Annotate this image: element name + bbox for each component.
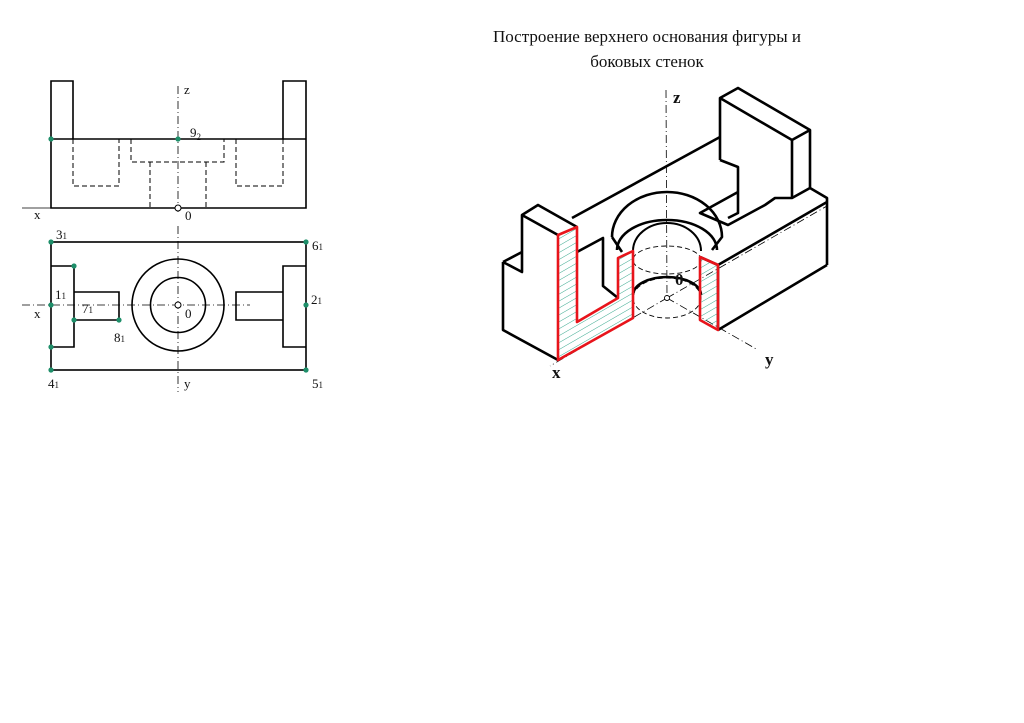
front-view [22, 80, 307, 212]
title-line-1: Построение верхнего основания фигуры и [492, 27, 802, 46]
point-2-label: 21 [311, 292, 322, 307]
iso-x-label: x [552, 363, 561, 382]
left-section [556, 225, 635, 362]
point-7-label: 71 [82, 301, 93, 316]
right-tower [698, 86, 829, 265]
top-view [22, 226, 309, 392]
dome-inner [615, 218, 719, 251]
cylinder-top [631, 275, 703, 296]
iso-y-label: y [765, 350, 774, 369]
point-8-label: 81 [114, 330, 125, 345]
slide-title: Построение верхнего основания фигуры и б… [400, 24, 894, 74]
point-5-label: 51 [312, 376, 323, 391]
top-y-label: y [184, 376, 191, 391]
front-outline [50, 80, 307, 209]
left-block [501, 203, 578, 362]
top-origin-label: 0 [185, 306, 192, 321]
hidden-lines [72, 139, 284, 208]
point-6-label: 61 [312, 238, 323, 253]
point-3-label: 31 [56, 227, 67, 242]
title-line-2: боковых стенок [590, 52, 704, 71]
construction-points [48, 239, 309, 373]
origin-point [174, 204, 182, 212]
point-1-label: 11 [55, 287, 66, 302]
right-section [698, 255, 720, 332]
iso-origin-label: 0 [675, 270, 684, 289]
right-block [699, 200, 828, 332]
point-9-label: 92 [190, 125, 201, 142]
point-4-label: 41 [48, 376, 59, 391]
front-z-label: z [184, 82, 190, 97]
top-x-label: x [34, 306, 41, 321]
front-x-label: x [34, 207, 41, 222]
iso-z-label: z [673, 88, 681, 107]
isometric-view [501, 86, 829, 367]
dome-outer [610, 190, 724, 251]
front-origin-label: 0 [185, 208, 192, 223]
